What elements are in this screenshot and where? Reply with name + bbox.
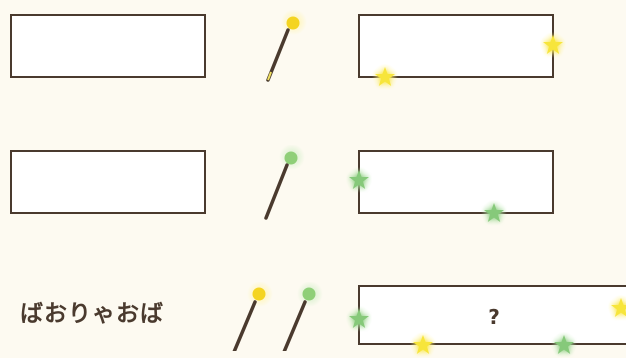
puzzle-word: ばおりゃおば <box>20 301 164 327</box>
magic-wand-icon <box>264 145 305 220</box>
star-icon <box>372 64 398 90</box>
magic-wand-icon <box>282 282 323 351</box>
answer-box-row3: ? <box>358 285 626 345</box>
star-icon <box>551 332 577 358</box>
answer-box-row1-left <box>10 14 206 78</box>
magic-wand-icon <box>232 282 273 351</box>
star-icon <box>481 200 507 226</box>
answer-box-row2-left <box>10 150 206 214</box>
magic-wand-icon <box>266 10 307 82</box>
star-icon <box>540 32 566 58</box>
star-icon <box>608 295 626 321</box>
star-icon <box>346 306 372 332</box>
answer-box-row2-right <box>358 150 554 214</box>
star-icon <box>410 332 436 358</box>
star-icon <box>346 167 372 193</box>
question-mark: ? <box>488 305 500 329</box>
